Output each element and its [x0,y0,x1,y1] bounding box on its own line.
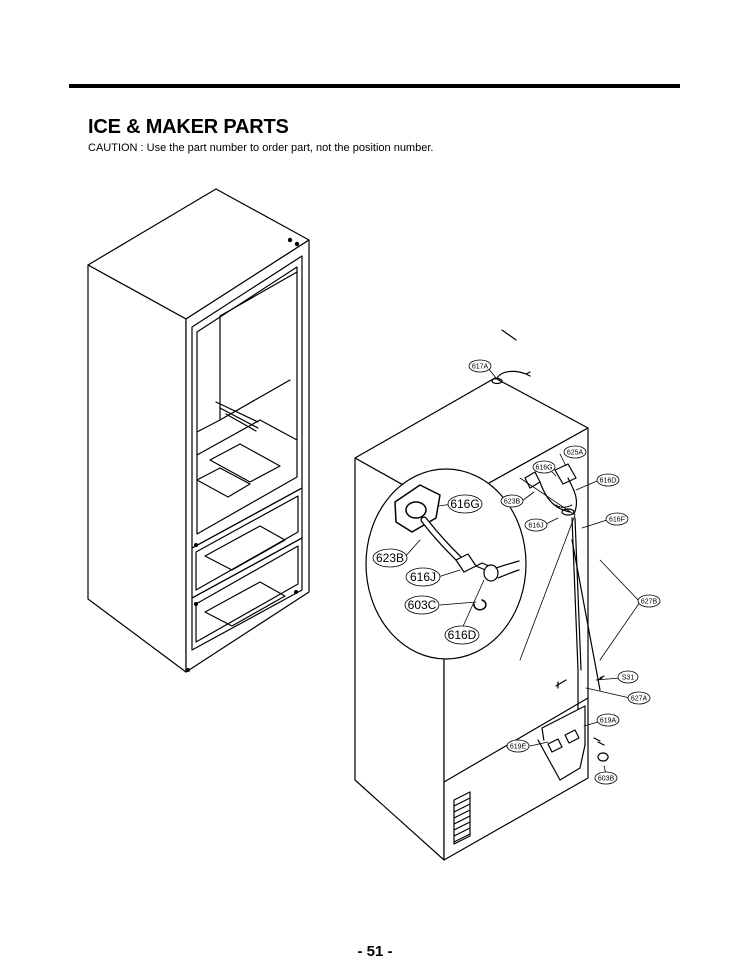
callout-627B: 627B [641,599,658,606]
page-number: - 51 - [357,943,393,960]
callout-616G: 616G [535,465,552,472]
callout-616G-detail: 616G [450,497,479,511]
callout-616D-detail: 616D [448,628,477,642]
page-title: ICE & MAKER PARTS [88,116,289,138]
detail-magnifier [365,468,576,661]
callout-616F: 616F [609,517,625,524]
callout-617A: 617A [472,364,489,371]
caution-note: CAUTION : Use the part number to order p… [88,142,434,154]
callout-603C-detail: 603C [408,598,437,612]
callout-619A: 619A [600,718,617,725]
callout-625A: 625A [567,450,584,457]
header-rule [69,84,680,88]
callout-623B: 623B [504,499,521,506]
callout-616J-detail: 616J [410,570,436,584]
callout-627A: 627A [631,696,648,703]
callout-616J: 616J [528,523,543,530]
callout-603B: 603B [598,776,615,783]
callout-616D: 616D [600,478,617,485]
callout-619E: 619E [510,744,527,751]
callout-S31: S31 [622,675,635,682]
callout-labels [372,359,661,785]
callout-623B-detail: 623B [376,551,404,565]
fridge-front-view [87,188,310,673]
